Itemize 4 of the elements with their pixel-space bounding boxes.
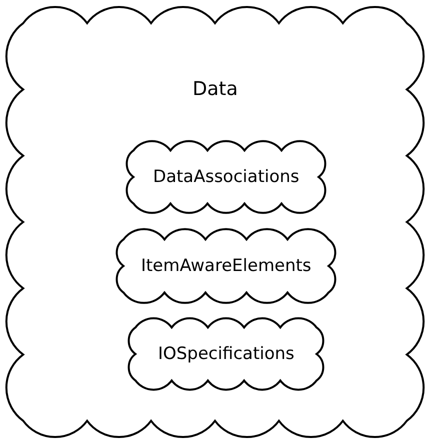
cloud-label: ItemAwareElements bbox=[141, 256, 312, 276]
cloud-label: IOSpecifications bbox=[158, 344, 294, 364]
cloud-label: Data bbox=[192, 78, 238, 100]
cloud-label: DataAssociations bbox=[153, 167, 300, 187]
